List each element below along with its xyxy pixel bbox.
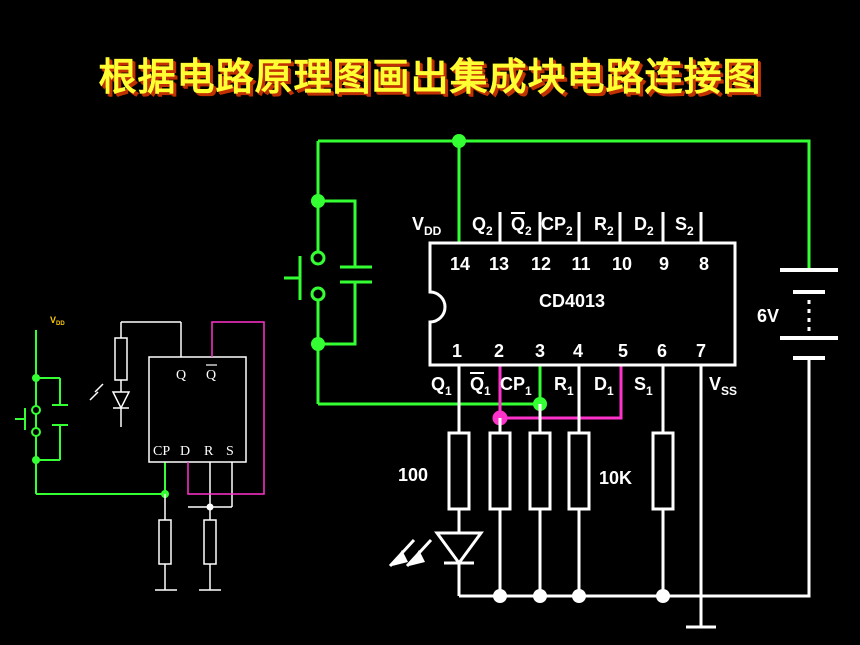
pin-number-1: 1 [452,341,462,361]
schematic-green-wires [15,330,166,495]
ground-node [493,589,507,603]
chip-green-wires [284,139,811,406]
pin-number-12: 12 [531,254,551,274]
label-cp: CP [153,444,170,459]
led-icon [434,531,484,566]
pin-label-top-5: R2 [594,214,614,238]
resistor-r1 [567,431,591,511]
pin-label-bottom-7: VSS [709,374,737,398]
label-qbar: Q [206,368,216,383]
switch-contact [310,250,326,266]
pin-label-top-1: VDD [412,214,442,238]
switch-contact [310,286,326,302]
pin-number-10: 10 [612,254,632,274]
pin-number-4: 4 [573,341,583,361]
pin-number-5: 5 [618,341,628,361]
pin-number-13: 13 [489,254,509,274]
pin-label-top-3: Q2 [511,214,532,238]
wire-node [311,194,325,208]
pin-label-bottom-6: S1 [634,374,653,398]
resistor-pulldown-label: 10K [599,468,632,488]
resistor-s1 [651,431,675,511]
pin-label-top-4: CP2 [541,214,573,238]
pin-label-bottom-1: Q1 [431,374,452,398]
pin-label-bottom-2: Q1 [470,374,491,398]
pin-number-6: 6 [657,341,667,361]
pin-label-bottom-4: R1 [554,374,574,398]
resistor-led-label: 100 [398,465,428,485]
schematic-vdd-label: VDD [50,315,65,327]
label-s: S [226,444,234,459]
wire-node [452,134,466,148]
schematic-node [32,374,40,382]
resistor-cp1 [528,431,552,511]
pin-label-top-7: S2 [675,214,694,238]
pin-label-top-2: Q2 [472,214,493,238]
battery-icon [780,268,838,360]
schematic-diagram: VDD [15,315,265,591]
switch-contact [31,405,41,415]
schematic-node [32,456,40,464]
pin-label-bottom-3: CP1 [500,374,532,398]
led-arrow-head [409,550,425,566]
pin-number-8: 8 [699,254,709,274]
ground-node [533,589,547,603]
ground-node [656,589,670,603]
pin-label-top-6: D2 [634,214,654,238]
pin-number-7: 7 [696,341,706,361]
pin-label-bottom-5: D1 [594,374,614,398]
pin-number-14: 14 [450,254,470,274]
pin-number-9: 9 [659,254,669,274]
chip-body [428,241,737,367]
label-q: Q [176,368,186,383]
chip-name: CD4013 [539,291,605,311]
schematic-magenta-wires [187,321,265,495]
pin-number-2: 2 [494,341,504,361]
schematic-node [206,503,214,511]
label-r: R [204,444,214,459]
switch-contact [31,427,41,437]
pin-number-3: 3 [535,341,545,361]
led-arrow-head [392,550,408,566]
wire-node [311,337,325,351]
ground-node [572,589,586,603]
resistors [447,431,675,511]
battery-label: 6V [757,306,779,326]
label-d: D [180,444,190,459]
slide-title: 根据电路原理图画出集成块电路连接图 [98,55,762,99]
schematic-pin-labels: Q Q CP D R S [153,364,234,459]
resistor-q1bar [488,431,512,511]
resistor-led [447,431,471,511]
pin-number-11: 11 [571,254,590,274]
schematic-led-icon [111,391,131,410]
